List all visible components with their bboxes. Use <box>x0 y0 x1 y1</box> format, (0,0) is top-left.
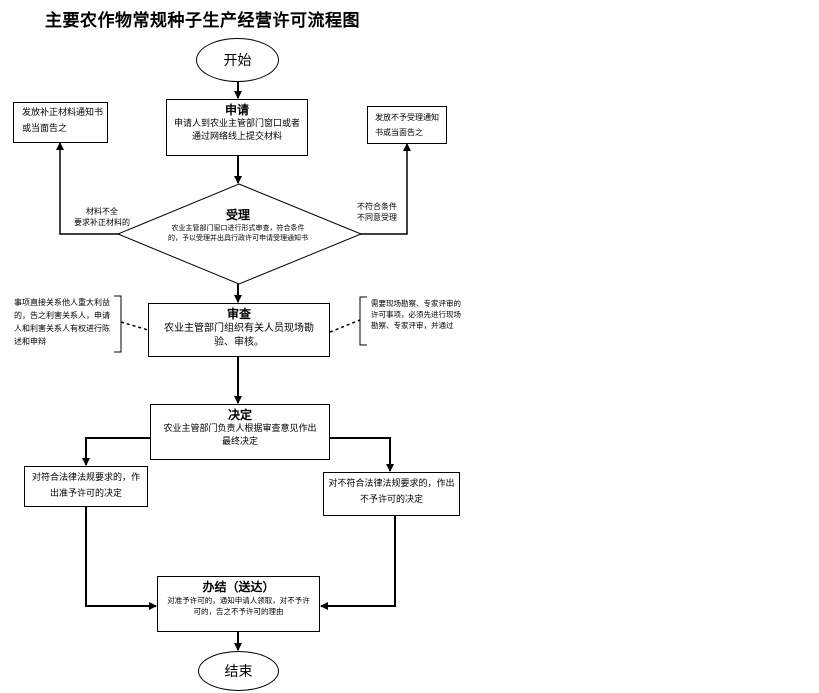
deliver-step: 办结（送达） 对准予许可的，通知申请人领取，对不予许可的，告之不予许可的理由 <box>157 576 320 632</box>
notify-reject-text: 发放不予受理通知书或当面告之 <box>375 113 439 137</box>
approve-box: 对符合法律法规要求的，作出准予许可的决定 <box>24 466 148 507</box>
label-supplement-line1: 材料不全 <box>86 207 118 216</box>
right-note-link <box>329 319 361 333</box>
right-note-bracket <box>359 296 367 346</box>
left-note-link <box>120 321 149 331</box>
decide-step: 决定 农业主管部门负责人根据审查意见作出最终决定 <box>150 404 330 460</box>
arrow-decide-to-deny <box>330 437 394 472</box>
label-supplement: 材料不全 要求补正材料的 <box>62 206 142 228</box>
apply-text: 申请人到农业主管部门窗口或者通过网络线上提交材料 <box>173 119 300 142</box>
accept-decision-diamond <box>116 183 363 285</box>
arrow-decide-to-approve <box>82 437 150 466</box>
apply-heading: 申请 <box>224 103 249 117</box>
notify-supplement-box: 发放补正材料通知书或当面告之 <box>13 102 108 143</box>
end-terminal: 结束 <box>198 651 279 691</box>
decide-text: 农业主管部门负责人根据审查意见作出最终决定 <box>163 424 317 447</box>
deny-box: 对不符合法律法规要求的，作出不予许可的决定 <box>323 472 460 516</box>
review-step: 审查 农业主管部门组织有关人员现场勘验、审核。 <box>148 303 330 357</box>
notify-supplement-text: 发放补正材料通知书或当面告之 <box>22 108 104 134</box>
arrow-approve-to-deliver <box>85 507 157 610</box>
notify-reject-box: 发放不予受理通知书或当面告之 <box>367 106 447 144</box>
page-title: 主要农作物常规种子生产经营许可流程图 <box>45 11 360 31</box>
accept-heading: 受理 <box>225 208 250 222</box>
left-note-bracket <box>114 295 122 353</box>
start-terminal: 开始 <box>196 38 279 82</box>
review-heading: 审查 <box>226 307 251 321</box>
accept-text: 农业主管部门窗口进行形式审查，符合条件的，予以受理并出具行政许可申请受理通知书 <box>168 224 308 242</box>
label-reject: 不符合条件 不同意受理 <box>357 201 412 223</box>
review-note-left: 事项直接关系他人重大利益的，告之利害关系人，申请人和利害关系人有权进行陈述和申辩 <box>14 298 110 346</box>
end-label: 结束 <box>224 664 253 680</box>
arrow-accept-to-reject <box>360 143 411 235</box>
label-reject-line2: 不同意受理 <box>357 213 397 222</box>
review-note-right: 需要现场勘察、专家评审的许可事项，必须先进行现场勘察、专家评审，并通过 <box>371 299 461 330</box>
deliver-text: 对准予许可的，通知申请人领取，对不予许可的，告之不予许可的理由 <box>167 596 310 616</box>
deny-text: 对不符合法律法规要求的，作出不予许可的决定 <box>328 479 455 505</box>
decide-heading: 决定 <box>227 408 252 422</box>
apply-step: 申请 申请人到农业主管部门窗口或者通过网络线上提交材料 <box>166 99 308 156</box>
accept-step: 受理 农业主管部门窗口进行形式审查，符合条件的，予以受理并出具行政许可申请受理通… <box>168 208 308 243</box>
review-text: 农业主管部门组织有关人员现场勘验、审核。 <box>164 323 314 348</box>
label-reject-line1: 不符合条件 <box>357 202 397 211</box>
deliver-heading: 办结（送达） <box>202 580 275 594</box>
arrow-deny-to-deliver <box>320 516 396 610</box>
label-supplement-line2: 要求补正材料的 <box>74 218 130 227</box>
approve-text: 对符合法律法规要求的，作出准予许可的决定 <box>31 473 140 499</box>
start-label: 开始 <box>223 53 252 69</box>
